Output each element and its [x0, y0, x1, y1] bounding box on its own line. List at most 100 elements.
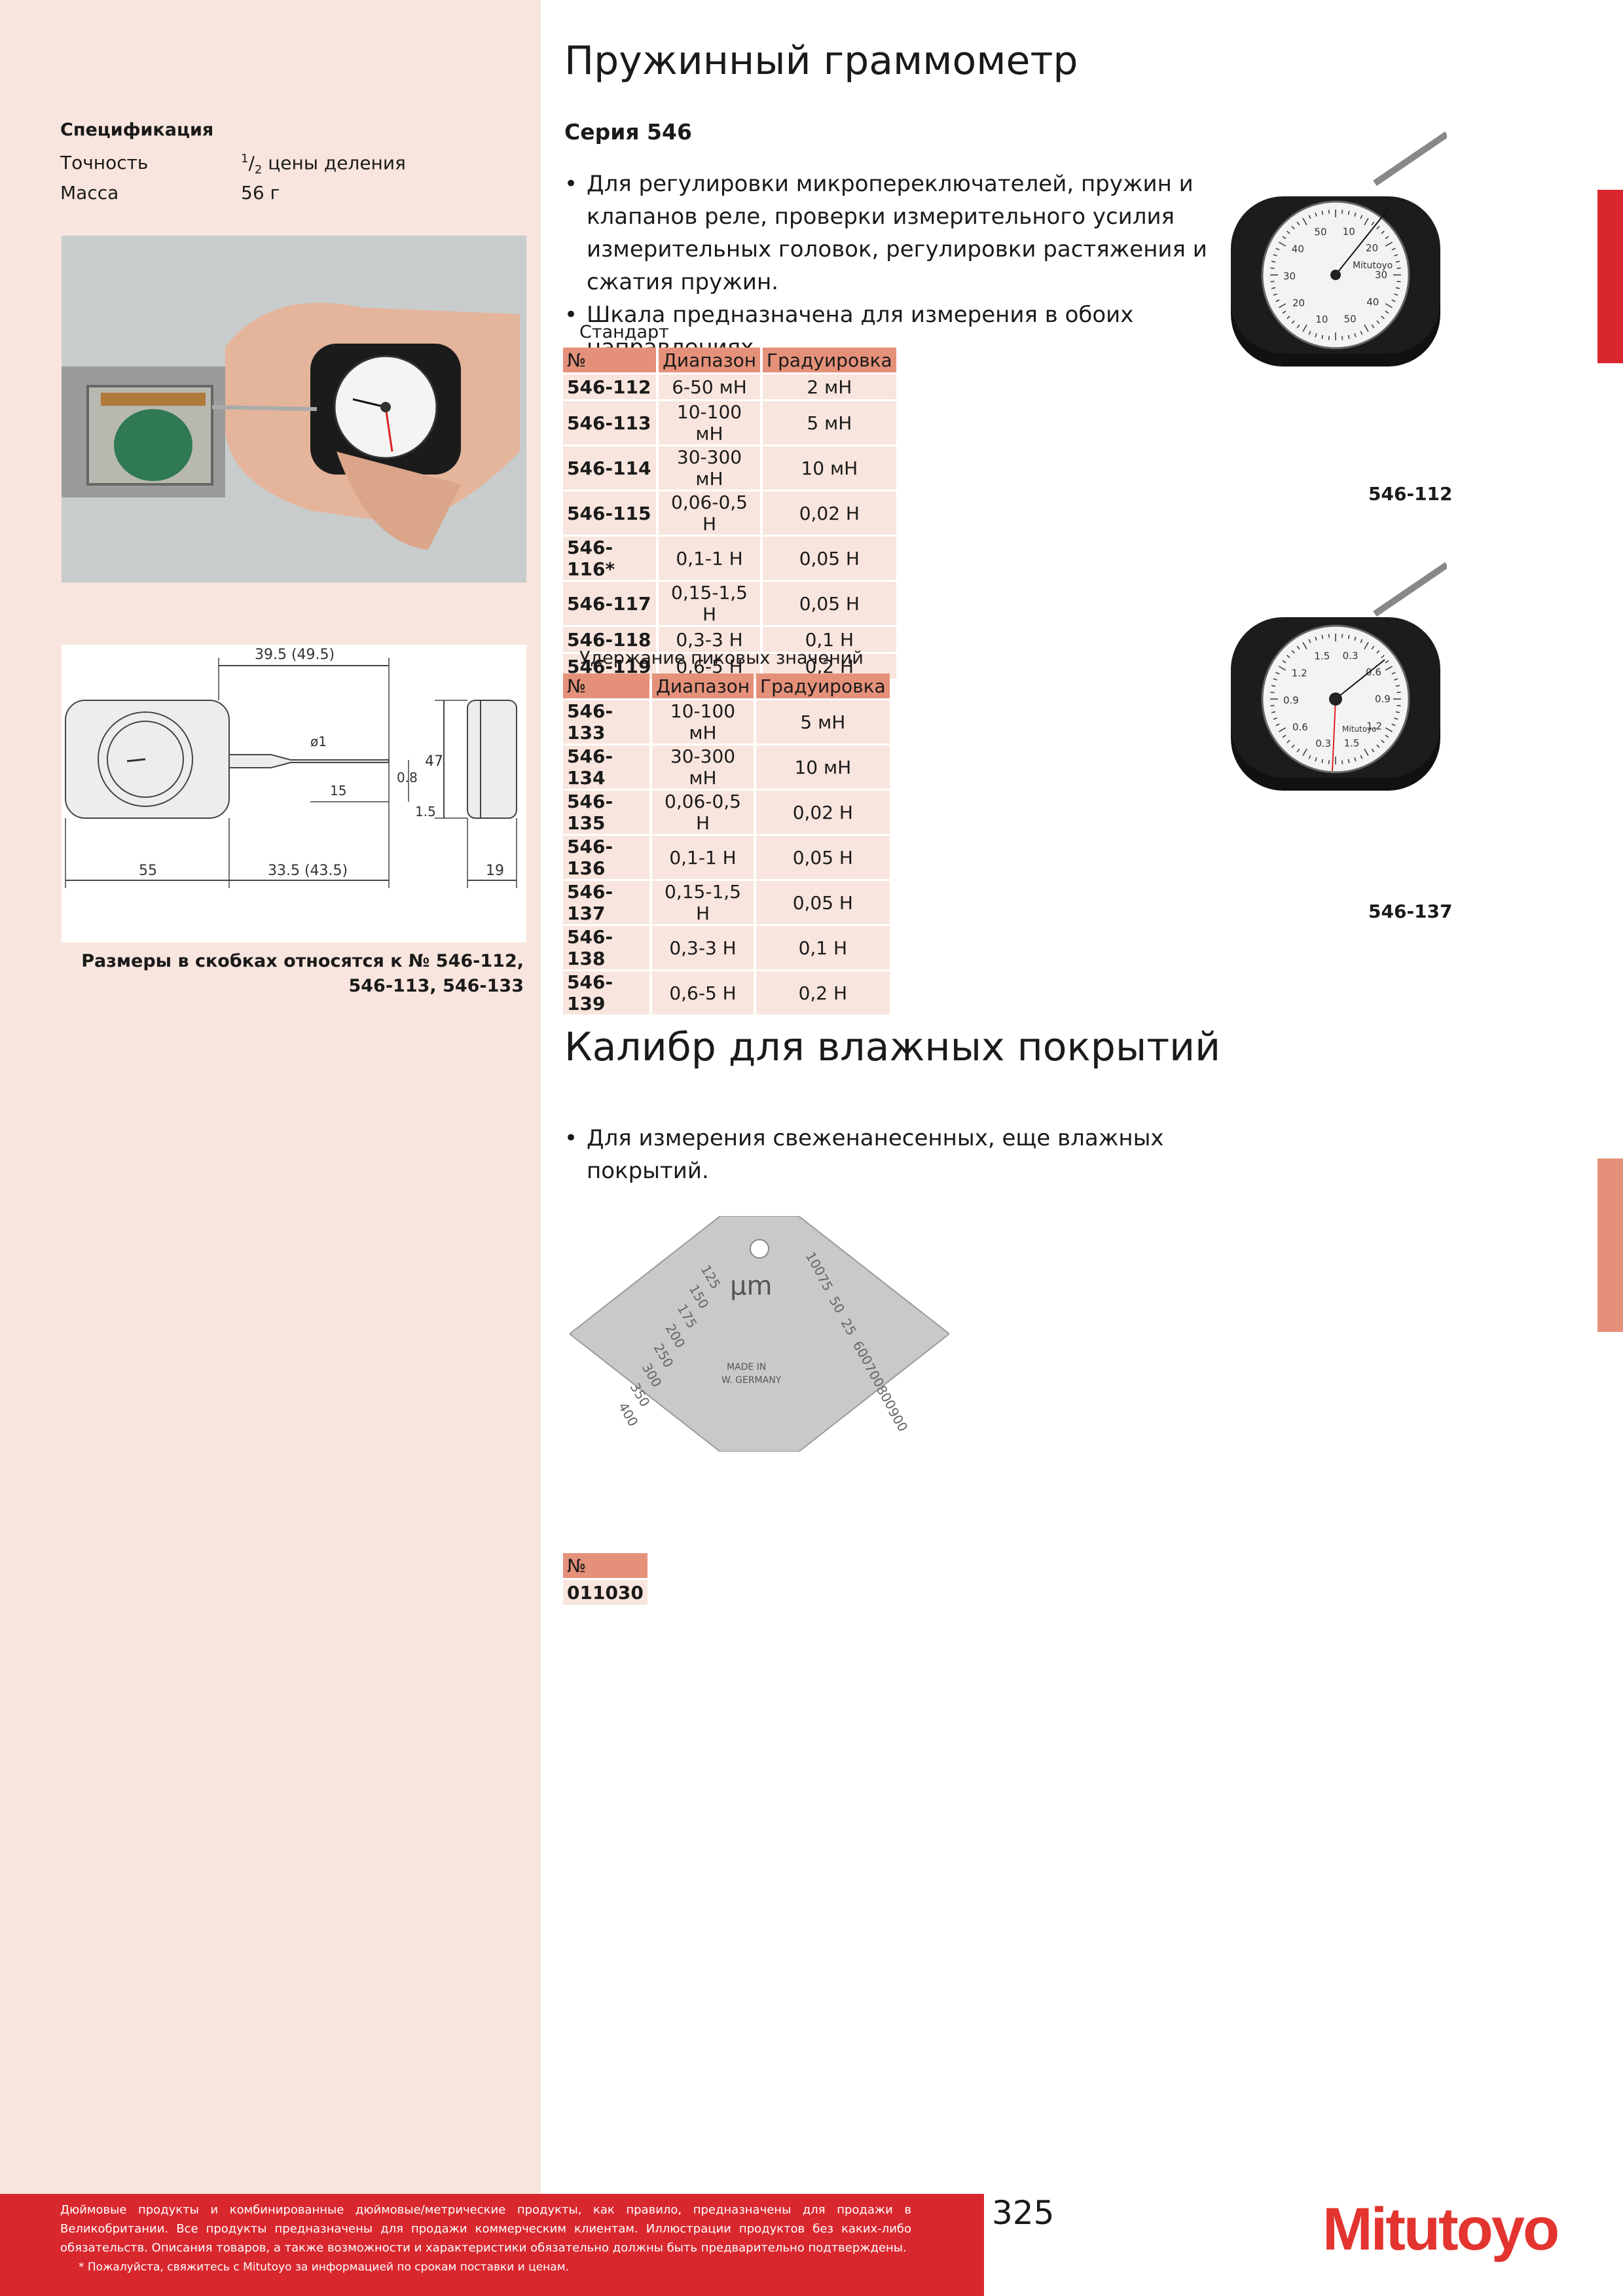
- product-caption-546-137: 546-137: [1368, 901, 1453, 922]
- dial-tick: [1308, 215, 1311, 219]
- dial-tick: [1385, 242, 1393, 247]
- column-header: Диапазон: [659, 348, 761, 372]
- table-cell-number: 546-118: [563, 627, 656, 652]
- table-header-row: № Диапазон Градуировка: [563, 673, 890, 698]
- dim-15: 15: [330, 783, 346, 798]
- spec-label: Масса: [60, 182, 119, 204]
- table-cell-number: 546-114: [563, 446, 656, 490]
- dial-scale-label: 0.9: [1375, 693, 1391, 705]
- dial-tick: [1385, 660, 1389, 664]
- dim-47: 47: [425, 753, 443, 770]
- dial-tick: [1302, 218, 1307, 226]
- dial-tick: [1364, 748, 1369, 756]
- table-cell-number: 546-113: [563, 401, 656, 444]
- usage-photo: [62, 236, 526, 583]
- dial-tick: [1385, 666, 1393, 671]
- dial-scale-label: 0.9: [1283, 694, 1299, 706]
- table-cell-graduation: 0,02 Н: [763, 492, 896, 535]
- feature-list-gauge: Для измерения свеженанесенных, еще влажн…: [564, 1122, 1226, 1187]
- feature-item: Для регулировки микропереключателей, пру…: [564, 168, 1226, 298]
- series-label: Серия 546: [564, 119, 692, 145]
- dial-tick: [1394, 293, 1398, 296]
- dial-scale-label: 1.2: [1292, 668, 1307, 679]
- table-cell-graduation: 5 мН: [763, 401, 896, 444]
- dial-tick: [1328, 760, 1330, 764]
- dial-tick: [1279, 666, 1286, 671]
- gauge-unit: µm: [730, 1271, 772, 1301]
- table-cell-range: 0,1-1 Н: [652, 836, 754, 879]
- table-cell-number: 546-136: [563, 836, 649, 879]
- dial-tick: [1395, 260, 1400, 263]
- footer-disclaimer: Дюймовые продукты и комбинированные дюйм…: [60, 2203, 911, 2255]
- dial-tick: [1291, 320, 1295, 324]
- spec-value: 56 г: [241, 182, 280, 204]
- product-caption-546-112: 546-112: [1368, 483, 1453, 505]
- table-cell-number: 546-137: [563, 881, 649, 924]
- dial-tick: [1364, 324, 1369, 332]
- dial-scale-label: 20: [1366, 242, 1378, 254]
- dial-tick: [1385, 236, 1389, 240]
- drawing-caption: Размеры в скобках относятся к № 546-112,…: [81, 951, 524, 996]
- dial-tick: [1364, 218, 1369, 226]
- dial-tick: [1376, 320, 1380, 324]
- column-header: №: [563, 1553, 647, 1578]
- table-cell-graduation: 0,05 Н: [763, 582, 896, 625]
- dial-tick: [1328, 336, 1330, 340]
- table-cell-range: 0,15-1,5 Н: [659, 582, 761, 625]
- dial-tick: [1376, 650, 1380, 654]
- table-cell-graduation: 2 мН: [763, 374, 896, 399]
- dial-tick: [1271, 711, 1276, 713]
- table-cell-number: 546-133: [563, 700, 649, 744]
- dial-tick: [1328, 634, 1330, 638]
- dial-tick: [1354, 212, 1357, 217]
- dial-tick: [1270, 281, 1275, 283]
- dial-tick: [1279, 242, 1286, 247]
- dial-tick: [1385, 310, 1389, 314]
- section-tab-salmon: [1597, 1158, 1623, 1332]
- table-cell-graduation: 5 мН: [756, 700, 890, 744]
- dial-tick: [1302, 324, 1307, 332]
- dial-tick: [1282, 310, 1286, 314]
- dial-tick: [1282, 660, 1286, 664]
- column-header: Градуировка: [763, 348, 896, 372]
- dial-tick: [1391, 247, 1396, 251]
- dial-tick: [1328, 209, 1330, 214]
- table-cell-number: 546-134: [563, 745, 649, 789]
- dim-55: 55: [139, 863, 157, 879]
- table-cell-graduation: 0,05 Н: [756, 836, 890, 879]
- dial-tick: [1341, 336, 1343, 340]
- table-cell-range: 0,15-1,5 Н: [652, 881, 754, 924]
- dial-tick: [1396, 267, 1401, 269]
- dial-tick: [1381, 230, 1385, 234]
- dial-tick: [1394, 717, 1398, 720]
- dial-tick: [1364, 642, 1369, 650]
- dial-scale-label: 1.5: [1314, 651, 1330, 662]
- table-cell-range: 0,1-1 Н: [659, 537, 761, 580]
- dial-tick: [1296, 324, 1300, 329]
- dial-tick: [1394, 254, 1398, 257]
- dim-33-5: 33.5 (43.5): [268, 863, 348, 879]
- dial-tick: [1376, 226, 1380, 230]
- dial-scale-label: 0.3: [1315, 738, 1331, 749]
- dial-scale-label: 40: [1366, 296, 1379, 308]
- footer-bar: [0, 2194, 984, 2296]
- dial-tick: [1271, 287, 1276, 289]
- table-cell-number: 546-112: [563, 374, 656, 399]
- table-cell-range: 10-100 мН: [652, 700, 754, 744]
- dial-scale-label: 0.6: [1366, 666, 1381, 678]
- column-header: №: [563, 673, 649, 698]
- dial-scale-label: 20: [1292, 297, 1305, 309]
- table-cell-range: 0,6-5 Н: [652, 971, 754, 1014]
- table-cell-range: 30-300 мН: [659, 446, 761, 490]
- dial-tick: [1371, 748, 1375, 753]
- dial-tick: [1273, 678, 1277, 681]
